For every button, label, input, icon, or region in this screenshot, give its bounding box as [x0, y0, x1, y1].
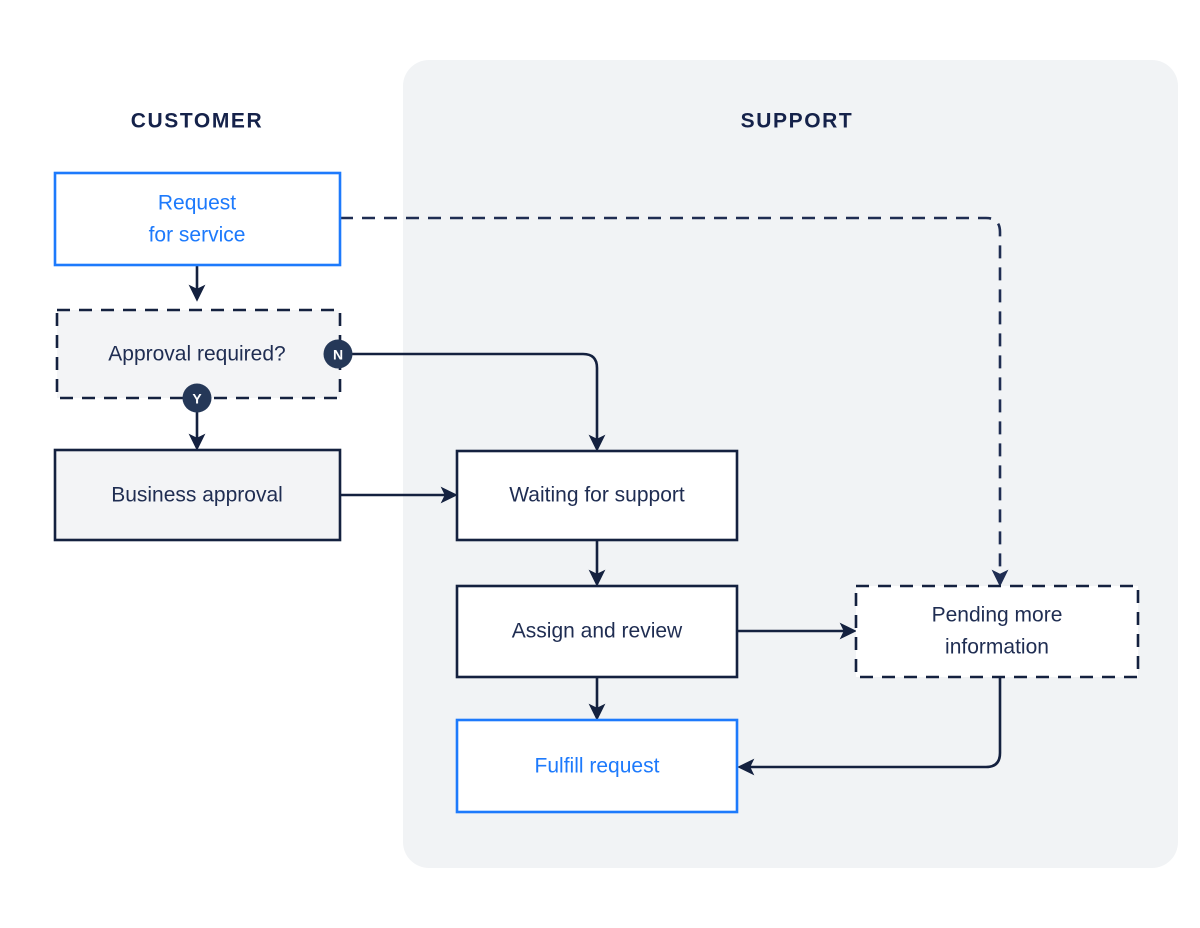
node-assign-and-review[interactable]: Assign and review	[455, 584, 739, 679]
node-pending-more-information-box	[854, 584, 1140, 679]
node-business-approval[interactable]: Business approval	[53, 448, 342, 542]
node-waiting-for-support[interactable]: Waiting for support	[455, 449, 739, 542]
node-assign-and-review-box	[455, 584, 739, 679]
node-pending-more-information[interactable]: Pending more information	[854, 584, 1140, 679]
edge-pending-to-fulfill	[737, 677, 1002, 776]
node-fulfill-request[interactable]: Fulfill request	[455, 718, 739, 814]
edge-request-to-pending	[340, 216, 1009, 587]
badge-yes[interactable]: Y	[182, 383, 212, 413]
node-waiting-for-support-box	[455, 449, 739, 542]
badge-yes-label: Y	[192, 391, 202, 407]
node-approval-required-label: Approval required?	[108, 343, 285, 366]
node-assign-and-review-label: Assign and review	[512, 620, 683, 643]
badge-yes-circle	[182, 383, 212, 413]
node-fulfill-request-box	[455, 718, 739, 814]
lane-label-customer: CUSTOMER	[131, 110, 264, 133]
node-fulfill-request-label: Fulfill request	[535, 755, 660, 778]
badge-no-label: N	[333, 347, 343, 363]
node-business-approval-label: Business approval	[111, 484, 283, 507]
node-request-for-service[interactable]: Request for service	[53, 171, 342, 267]
node-business-approval-box	[53, 448, 342, 542]
badge-no-circle	[323, 339, 353, 369]
node-waiting-for-support-label: Waiting for support	[509, 484, 685, 507]
badge-no[interactable]: N	[323, 339, 353, 369]
node-pending-more-information-label-line2: information	[945, 636, 1049, 659]
node-request-for-service-label-line1: Request	[158, 192, 236, 215]
node-request-for-service-label-line2: for service	[149, 224, 246, 247]
lane-label-support: SUPPORT	[741, 110, 854, 133]
node-request-for-service-box	[53, 171, 342, 267]
edge-approval-no-to-waiting	[352, 352, 606, 452]
node-pending-more-information-label-line1: Pending more	[932, 604, 1063, 627]
